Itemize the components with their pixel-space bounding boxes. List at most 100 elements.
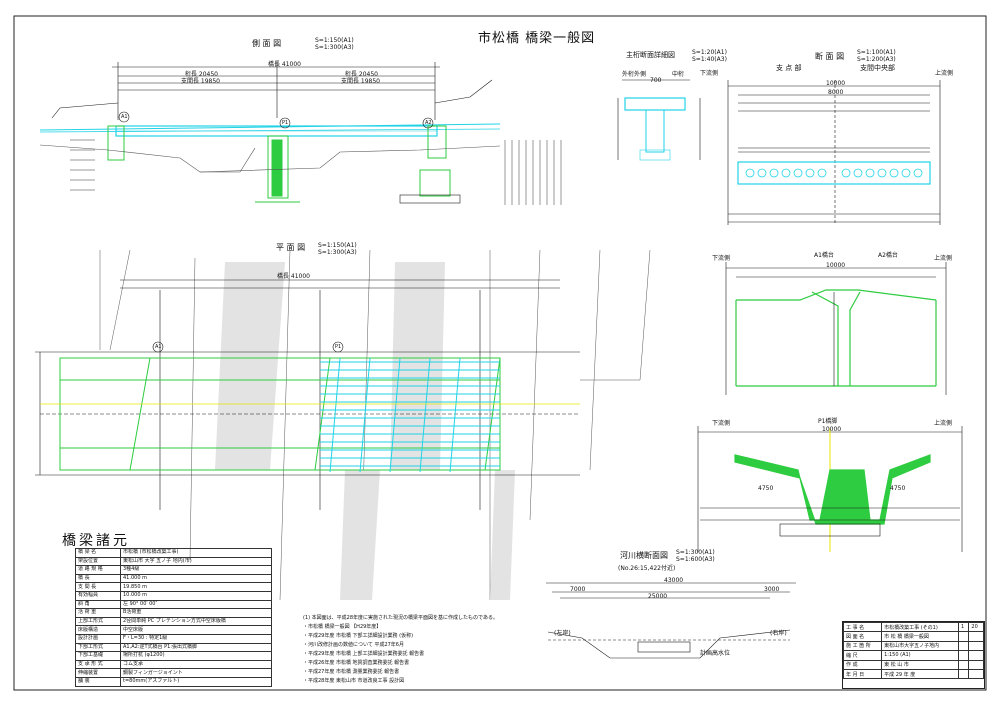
dim-river-b: 3000	[764, 586, 780, 593]
spec-value: 3種4級	[120, 565, 272, 575]
note-line: ・平成26年度 市松橋 地質調査業務委託 報告書	[303, 660, 410, 666]
spec-row: 架設位置東松山市 大字 五ノ子 地内(市)	[75, 556, 272, 567]
spec-key: 支 間 長	[75, 582, 121, 592]
spec-row: 床版構造中空床版	[75, 625, 272, 635]
title-block-cell	[957, 650, 970, 661]
title-block-cell: 図 面 名	[842, 631, 883, 642]
title-block-cell	[968, 668, 984, 680]
dim-p1-wing-right: 4750	[890, 485, 906, 492]
girder-detail-title: 主桁断面詳細図	[626, 51, 675, 59]
section-upstream-label: 上流側	[935, 70, 954, 77]
plan-a1-marker: A1	[155, 344, 162, 350]
spec-key: 設計計画	[75, 633, 121, 644]
river-section-scale: S=1:300(A1) S=1:600(A3)	[676, 549, 715, 563]
spec-value: B活荷重	[120, 608, 272, 618]
title-block-cell: 工 事 名	[842, 621, 883, 633]
dim-section-total: 10000	[826, 80, 846, 87]
section-view-scale: S=1:100(A1) S=1:200(A3)	[857, 49, 896, 63]
title-block-cell: 20	[968, 621, 984, 633]
spec-value: 左 90° 00′ 00″	[120, 599, 272, 610]
spec-key: 上部工形式	[75, 616, 121, 627]
title-block-cell: 市 松 橋 橋梁一般図	[881, 631, 959, 642]
dim-girder-top: 700	[650, 77, 662, 84]
river-section-view	[546, 582, 796, 659]
spec-value: t=80mm(アスファルト)	[120, 676, 272, 687]
title-block-cell: 縮 尺	[842, 650, 883, 661]
spec-value: 2径間単純 PC プレテンション方式中空床版橋	[120, 616, 272, 627]
title-block-row: 図 面 名市 松 橋 橋梁一般図	[842, 631, 984, 642]
spec-key: 伸縮装置	[75, 668, 121, 678]
a1-abutment-title: A1橋台	[814, 252, 834, 259]
title-block-cell: 東松山市大字五ノ子地内	[881, 640, 959, 652]
title-block-cell: 作 成	[842, 659, 883, 670]
spec-value: 市松橋 (市松橋改築工事)	[120, 548, 272, 558]
note-line: ・平成27年度 市松橋 測量業務委託 報告書	[303, 669, 400, 675]
spec-key: 有効幅員	[75, 590, 121, 601]
side-view-scale: S=1:150(A1) S=1:300(A3)	[315, 37, 354, 51]
a2-abutment-title: A2橋台	[878, 252, 898, 259]
spec-key: 架設位置	[75, 556, 121, 567]
spec-key: 下部工基礎	[75, 651, 121, 661]
a1-downstream-label: 下流側	[712, 255, 731, 262]
spec-key: 橋 長	[75, 573, 121, 584]
note-line: ・市松橋 橋梁一般図 【H29年度】	[303, 624, 382, 630]
river-section-title: 河川横断面図	[620, 551, 668, 560]
spec-value: 41.000 m	[120, 573, 272, 584]
p1-pier-title: P1橋脚	[818, 418, 838, 425]
title-block-cell	[957, 631, 970, 642]
title-block-cell	[957, 659, 970, 670]
plan-view	[35, 249, 651, 601]
spec-value: 東松山市 大字 五ノ子 地内(市)	[120, 556, 272, 567]
spec-value: 鋼製フィンガージョイント	[120, 668, 272, 678]
river-gauge-label: 計画高水位	[700, 650, 731, 657]
dim-plan-length: 橋長 41000	[277, 273, 310, 280]
spec-title: 橋梁諸元	[62, 533, 130, 549]
sheet-border	[13, 15, 987, 691]
girder-detail-scale: S=1:20(A1) S=1:40(A3)	[692, 49, 727, 63]
p1-upstream-label: 上流側	[934, 420, 953, 427]
note-line: ・平成29年度 市松橋 上部工詳細設計業務委託 報告書	[303, 651, 425, 657]
spec-value: 場所打杭 (φ1200)	[120, 651, 272, 661]
dim-span-left: 桁長 20450	[185, 71, 218, 78]
spec-value: F・L=30 : 特定1級	[120, 633, 272, 644]
river-section-sub: (No.26:15,422付近)	[618, 565, 676, 572]
section-left-label: 支 点 部	[776, 64, 802, 72]
spec-value: 19.850 m	[120, 582, 272, 592]
a1-abutment-view	[725, 262, 947, 395]
note-line: (1) 本図面は、平成28年度に実施された現況の橋梁平面図を基に作成したものであ…	[303, 615, 498, 621]
dim-river-a: 7000	[570, 586, 586, 593]
title-block-cell	[968, 659, 984, 670]
plan-view-title: 平 面 図	[276, 243, 306, 252]
title-block-cell	[957, 668, 970, 680]
dim-p1-width: 10000	[822, 426, 842, 433]
note-line: ・平成28年度 東松山市 市道改良工事 設計図	[303, 678, 405, 684]
spec-key: 活 荷 重	[75, 608, 121, 618]
title-block-cell	[968, 640, 984, 652]
title-block-cell: 東 松 山 市	[881, 659, 959, 670]
title-block-cell: 1	[957, 621, 970, 633]
side-a2-marker: A2	[425, 120, 432, 126]
plan-p1-marker: P1	[335, 344, 342, 350]
title-block-cell: 施 工 箇 所	[842, 640, 883, 652]
dim-support-left: 支間長 19850	[181, 78, 220, 85]
dim-a1-total: 10000	[826, 262, 846, 269]
spec-row: 支 承 形 式ゴム支承	[75, 659, 272, 670]
girder-center-label: 中桁	[672, 71, 685, 78]
title-block-cell: 1:150 (A1)	[881, 650, 959, 661]
side-p1-marker: P1	[282, 120, 289, 126]
spec-row: 橋 梁 名市松橋 (市松橋改築工事)	[75, 548, 272, 558]
spec-value: A1,A2:逆T式橋台 P1:張出式橋脚	[120, 642, 272, 653]
a1-upstream-label: 上流側	[934, 255, 953, 262]
note-line: ・河川改修計画の数値について 平成27年6月	[303, 642, 404, 648]
